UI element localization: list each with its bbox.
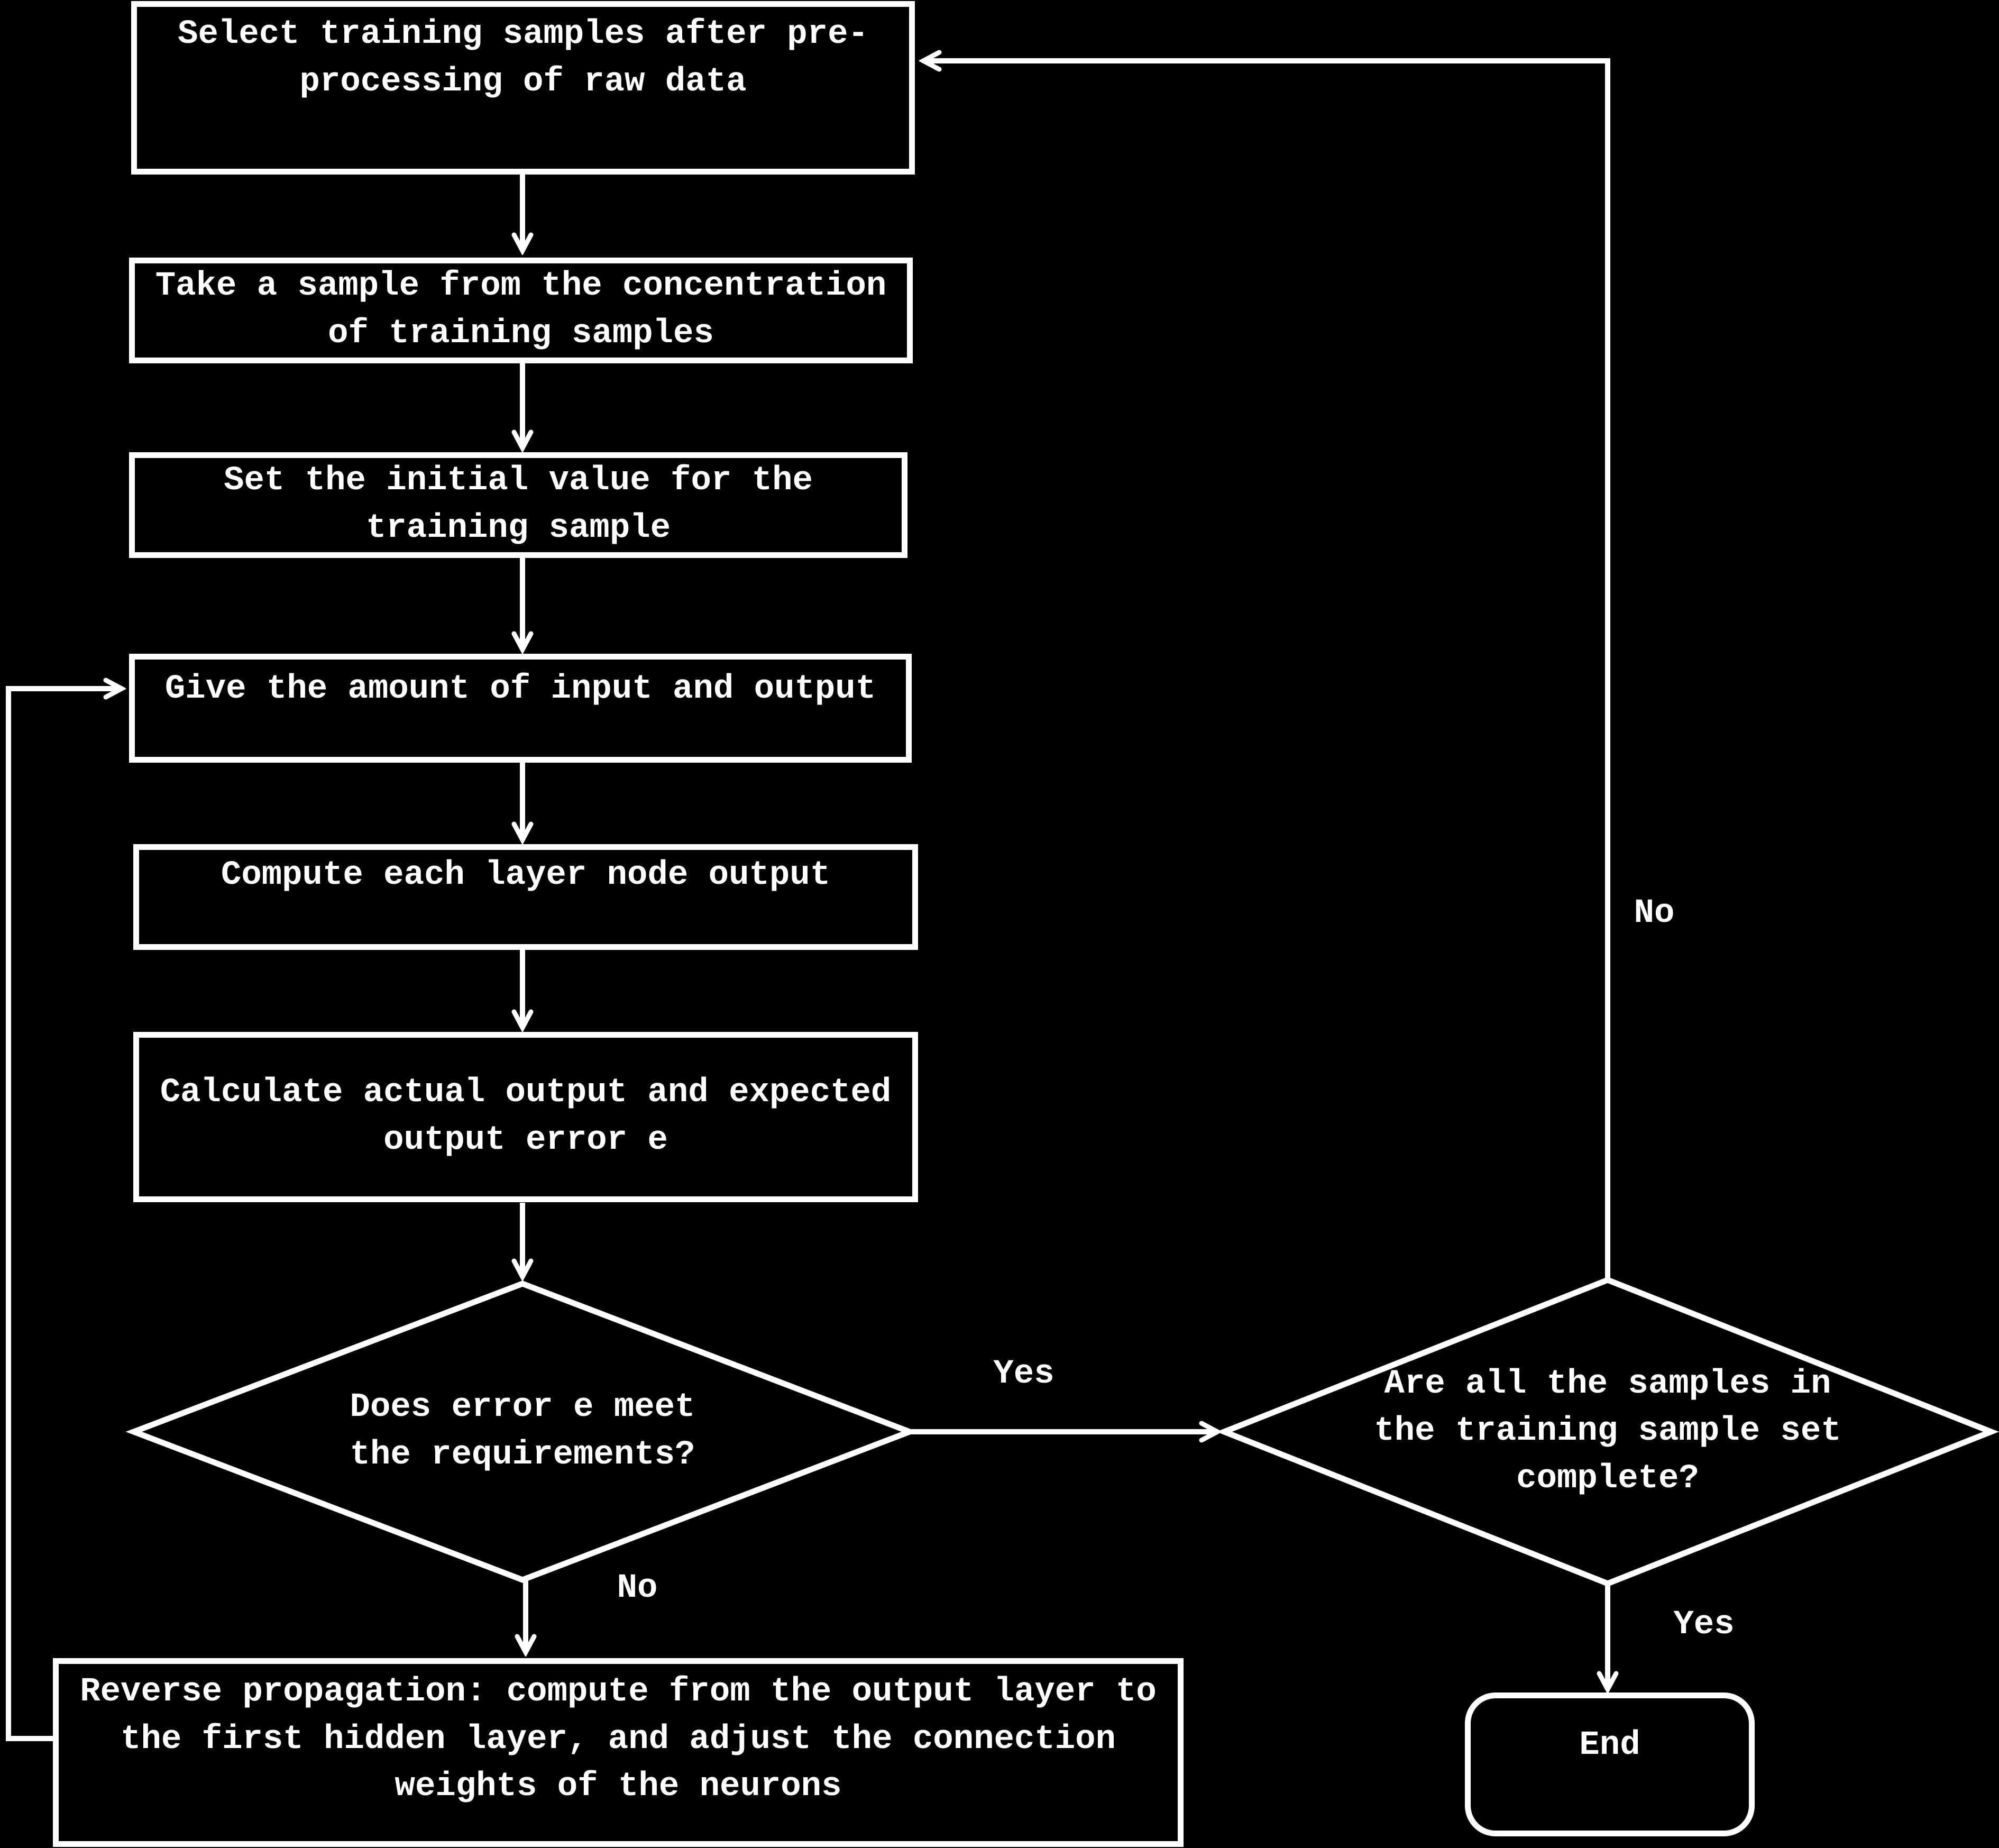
node-compute-node-output-label: Compute each layer node output <box>221 856 831 895</box>
node-set-initial-value-label: Set the initial value for the training s… <box>224 462 813 547</box>
node-end: End <box>1465 1693 1755 1836</box>
edge-label-samples-no: No <box>1634 894 1675 932</box>
node-calculate-error: Calculate actual output and expected out… <box>133 1032 918 1202</box>
node-samples-decision-label: Are all the samples in the training samp… <box>1374 1365 1841 1498</box>
node-reverse-propagation: Reverse propagation: compute from the ou… <box>53 1658 1184 1847</box>
node-give-amount: Give the amount of input and output <box>129 654 912 763</box>
node-take-sample: Take a sample from the concentration of … <box>129 258 913 363</box>
node-end-label: End <box>1579 1726 1640 1765</box>
edge-label-error-yes: Yes <box>993 1355 1054 1393</box>
node-error-decision-label: Does error e meet the requirements? <box>350 1388 695 1474</box>
node-reverse-propagation-label: Reverse propagation: compute from the ou… <box>80 1673 1157 1806</box>
edge-reverse-to-give-arrow <box>6 689 121 1741</box>
node-calculate-error-label: Calculate actual output and expected out… <box>160 1074 892 1159</box>
node-give-amount-label: Give the amount of input and output <box>164 670 876 709</box>
node-take-sample-label: Take a sample from the concentration of … <box>155 267 887 353</box>
samples-decision-diamond <box>1216 1277 1999 1587</box>
error-decision-diamond <box>125 1280 918 1583</box>
node-set-initial-value: Set the initial value for the training s… <box>129 452 907 558</box>
node-compute-node-output: Compute each layer node output <box>133 844 918 950</box>
edge-label-error-no: No <box>617 1569 658 1607</box>
node-select-samples-label: Select training samples after pre-proces… <box>178 15 868 101</box>
edge-label-samples-yes: Yes <box>1673 1606 1735 1644</box>
edge-samples-no-to-select-arrow <box>924 61 1610 1279</box>
node-select-samples: Select training samples after pre-proces… <box>131 1 915 175</box>
